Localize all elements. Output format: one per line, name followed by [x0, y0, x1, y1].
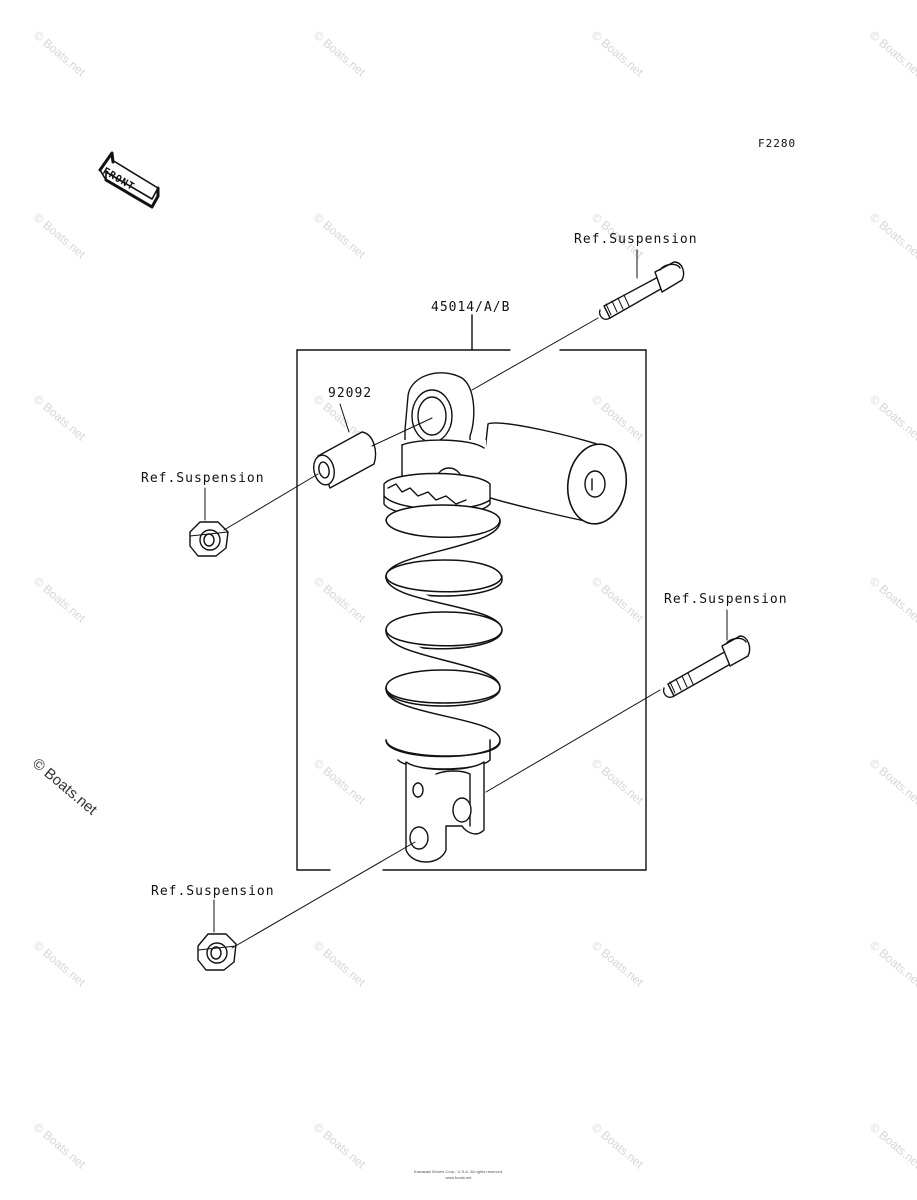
bushing-92092 — [313, 403, 377, 489]
lower-clevis — [405, 761, 485, 863]
bottom-nut — [197, 899, 237, 971]
figure-code: F2280 — [758, 137, 797, 150]
footer-copyright: Kawasaki Motors Corp., U.S.A. All rights… — [413, 1169, 504, 1174]
bushing-part-number: 92092 — [328, 386, 373, 401]
reservoir-canister — [479, 422, 628, 525]
front-arrow-icon — [98, 151, 160, 209]
footer-site: www.boats.net — [445, 1175, 472, 1180]
assembly-lines — [223, 317, 661, 949]
ref-suspension-bottom: Ref.Suspension — [151, 884, 275, 899]
ref-suspension-right: Ref.Suspension — [664, 592, 788, 607]
left-nut — [189, 487, 229, 557]
ref-suspension-left: Ref.Suspension — [141, 471, 265, 486]
assembly-part-number: 45014/A/B — [431, 300, 511, 315]
top-bolt — [598, 249, 685, 320]
coil-spring — [385, 504, 503, 770]
right-bolt — [662, 609, 751, 698]
ref-suspension-top: Ref.Suspension — [574, 232, 698, 247]
assembly-bracket — [296, 314, 647, 871]
